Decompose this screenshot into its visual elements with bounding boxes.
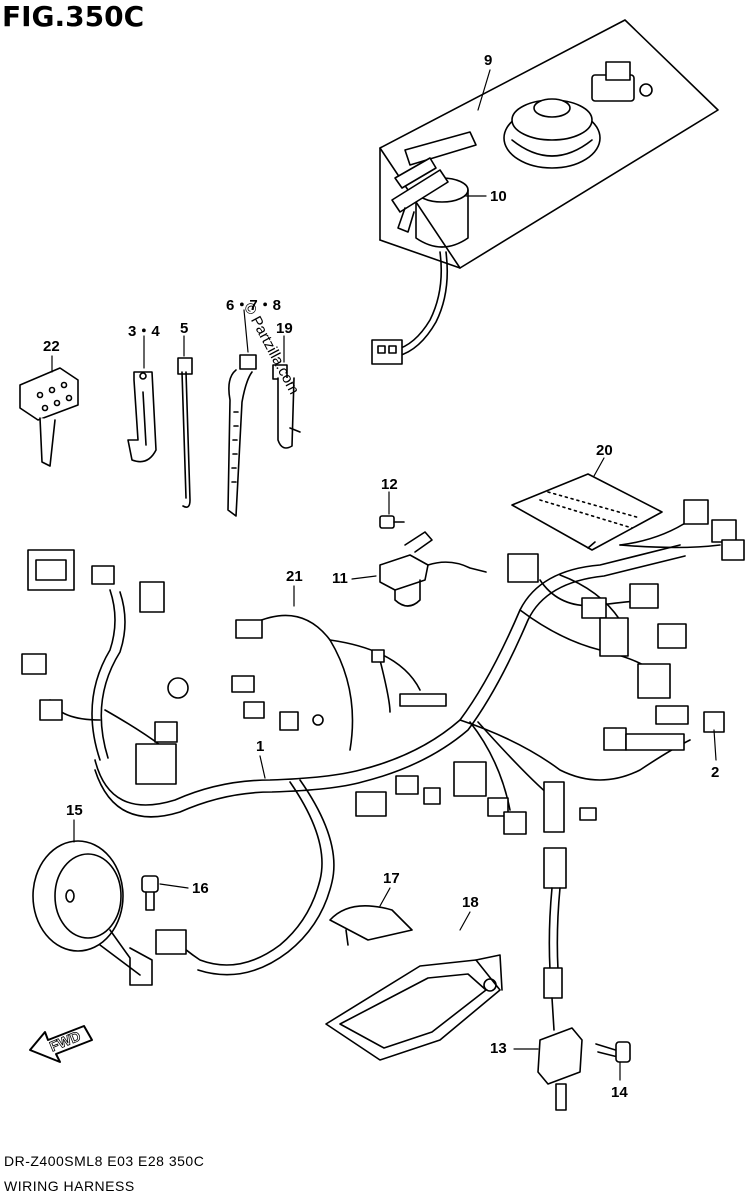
part-22-bracket xyxy=(19,367,79,467)
figure-code: DR-Z400SML8 E03 E28 350C xyxy=(4,1153,205,1169)
callout-14: 14 xyxy=(611,1084,628,1101)
leader-lines xyxy=(51,69,717,1081)
callout-2: 2 xyxy=(711,764,720,781)
callout-9: 9 xyxy=(484,52,493,69)
callout-22: 22 xyxy=(43,338,60,355)
callout-10: 10 xyxy=(490,188,507,205)
part-9-ignition-kit xyxy=(371,19,719,365)
part-16-bolt xyxy=(141,875,159,911)
part-15-horn xyxy=(32,840,187,986)
callout-1: 1 xyxy=(256,738,265,755)
part-13-sensor xyxy=(537,847,583,1111)
figure-title: FIG.350C xyxy=(2,0,145,33)
callout-6-7-8: 6・7・8 xyxy=(226,297,282,314)
part-18-bracket xyxy=(325,954,503,1061)
callout-15: 15 xyxy=(66,802,83,819)
part-5-band xyxy=(177,357,193,508)
part-17-cover xyxy=(329,904,413,946)
callout-3-4: 3・4 xyxy=(128,323,160,340)
callout-21: 21 xyxy=(286,568,303,585)
part-6-7-8-cable-ties xyxy=(227,354,257,517)
figure-name: WIRING HARNESS xyxy=(4,1178,135,1194)
callout-16: 16 xyxy=(192,880,209,897)
callout-11: 11 xyxy=(332,570,348,587)
part-20-plate xyxy=(511,473,663,551)
callout-12: 12 xyxy=(381,476,398,493)
part-14-bolt xyxy=(595,1041,631,1063)
callout-13: 13 xyxy=(490,1040,507,1057)
part-19-clip xyxy=(272,364,301,449)
callout-19: 19 xyxy=(276,320,293,337)
part-11-switch xyxy=(379,531,487,607)
fwd-arrow xyxy=(29,1025,93,1063)
callout-5: 5 xyxy=(180,320,189,337)
callout-17: 17 xyxy=(383,870,400,887)
callout-18: 18 xyxy=(462,894,479,911)
callout-20: 20 xyxy=(596,442,613,459)
part-3-4-clamp xyxy=(127,371,157,463)
part-12-bolt xyxy=(379,515,405,529)
harness-connectors xyxy=(21,499,745,835)
